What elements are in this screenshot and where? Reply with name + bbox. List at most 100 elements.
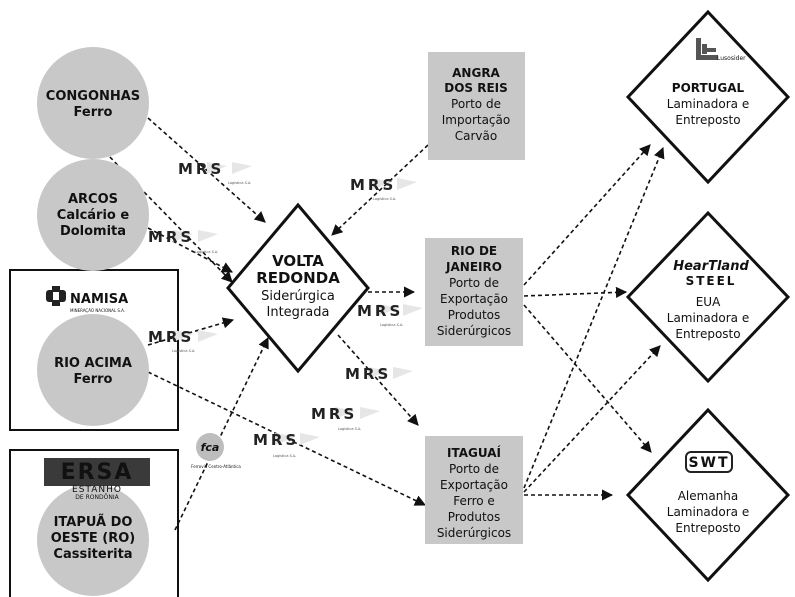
mrs-text: MRS: [178, 160, 224, 178]
portugal-desc-1: Laminadora e: [667, 97, 749, 111]
destination-eua: HearTland STEEL EUA Laminadora e Entrepo…: [625, 210, 791, 384]
eua-desc-2: Entreposto: [675, 327, 740, 341]
itaguai-desc-1: Porto de: [449, 462, 499, 476]
mrs-label-4: MRS Logística S.A.: [148, 328, 218, 353]
mrs-text: MRS: [253, 431, 299, 449]
swt-logo-text: SWT: [688, 455, 729, 471]
swt-logo: SWT: [685, 451, 733, 473]
arrow-itaguai-eua: [523, 345, 661, 493]
angra-desc-2: Importação: [442, 113, 510, 127]
mrs-label-5: MRS Logística S.A.: [357, 302, 423, 327]
fca-text: fca: [201, 441, 220, 454]
mrs-sub: Logística S.A.: [380, 323, 403, 327]
ersa-logo-sub-1: ESTANHO: [72, 485, 122, 495]
steel-logo-text: STEEL: [686, 274, 737, 288]
hub-name-1: VOLTA: [272, 252, 324, 270]
namisa-logo-text: NAMISA: [70, 292, 128, 307]
rio-desc-3: Produtos: [448, 308, 501, 322]
arrow-angra-volta-redonda: [331, 144, 429, 236]
rio-desc-4: Siderúrgicos: [437, 324, 511, 338]
hub-volta-redonda: VOLTA REDONDA Siderúrgica Integrada: [226, 202, 370, 374]
arrow-arcos-volta-redonda: [147, 227, 233, 273]
arrow-rio-eua: [523, 286, 628, 298]
hub-desc-1: Siderúrgica: [261, 289, 335, 304]
rio-desc-1: Porto de: [449, 276, 499, 290]
lusosider-logo-text: Lusosider: [717, 55, 746, 62]
mrs-sub: Logística S.A.: [228, 181, 251, 185]
rio-name-1: RIO DE: [451, 244, 497, 258]
destination-alemanha: SWT Alemanha Laminadora e Entreposto: [625, 407, 791, 583]
itaguai-desc-2: Exportação: [440, 478, 508, 492]
namisa-logo: NAMISA MINERAÇÃO NACIONAL S.A.: [46, 286, 128, 313]
angra-name-1: ANGRA: [452, 66, 500, 80]
heartland-steel-logo: HearTland STEEL: [673, 259, 749, 288]
mrs-text: MRS: [357, 302, 403, 320]
mrs-sub: Logística S.A.: [195, 250, 218, 254]
alemanha-name: Alemanha: [678, 489, 739, 503]
rio-acima-product: Ferro: [74, 372, 113, 387]
mrs-label-2: MRS Logística S.A.: [148, 228, 218, 254]
portugal-desc-2: Entreposto: [675, 113, 740, 127]
angra-desc-1: Porto de: [451, 97, 501, 111]
mrs-label-1: MRS Logística S.A.: [178, 160, 252, 185]
fca-logo: fca Ferrovia Centro-Atlântica: [191, 433, 241, 469]
heartland-logo-text: HearTland: [673, 259, 749, 274]
arrow-itaguai-portugal: [523, 146, 665, 489]
arrow-volta-redonda-itaguai: [337, 334, 419, 426]
ersa-logo-sub-2: DE RONDÔNIA: [75, 494, 119, 501]
port-itaguai: ITAGUAÍ Porto de Exportação Ferro e Prod…: [425, 436, 523, 544]
source-rio-acima: RIO ACIMA Ferro: [37, 314, 149, 426]
arrow-rio-alemanha: [523, 304, 652, 453]
hub-name-2: REDONDA: [256, 269, 340, 287]
itaguai-name: ITAGUAÍ: [447, 445, 502, 460]
mrs-text: MRS: [345, 365, 391, 383]
mrs-label-6: MRS: [345, 365, 413, 383]
port-angra-dos-reis: ANGRA DOS REIS Porto de Importação Carvã…: [428, 52, 525, 160]
arcos-product-2: Dolomita: [60, 224, 126, 239]
rio-desc-2: Exportação: [440, 292, 508, 306]
mrs-text: MRS: [148, 228, 194, 246]
congonhas-name: CONGONHAS: [46, 89, 140, 104]
port-rio-de-janeiro: RIO DE JANEIRO Porto de Exportação Produ…: [425, 238, 523, 346]
congonhas-product: Ferro: [74, 105, 113, 120]
rio-name-2: JANEIRO: [445, 260, 502, 274]
source-congonhas: CONGONHAS Ferro: [37, 47, 149, 159]
ersa-logo-text: ERSA: [61, 460, 134, 485]
mrs-sub: Logística S.A.: [172, 349, 195, 353]
itapua-product: Cassiterita: [53, 547, 132, 562]
eua-name: EUA: [696, 295, 721, 309]
mrs-text: MRS: [148, 328, 194, 346]
mrs-text: MRS: [311, 405, 357, 423]
itaguai-desc-3: Ferro e: [453, 494, 495, 508]
eua-desc-1: Laminadora e: [667, 311, 749, 325]
itaguai-desc-4: Produtos: [448, 510, 501, 524]
arrow-itapua-volta-redonda: [174, 336, 269, 531]
arrow-rio-portugal: [523, 144, 651, 286]
mrs-sub: Logística S.A.: [373, 197, 396, 201]
source-itapua: ITAPUÃ DO OESTE (RO) Cassiterita: [37, 484, 149, 596]
arrow-congonhas-volta-redonda: [147, 117, 266, 223]
rio-acima-name: RIO ACIMA: [54, 356, 132, 371]
hub-desc-2: Integrada: [267, 305, 330, 320]
itapua-name-2: OESTE (RO): [51, 531, 136, 546]
ersa-company-box: [9, 449, 179, 597]
arcos-product-1: Calcário e: [57, 208, 130, 223]
portugal-name: PORTUGAL: [672, 81, 745, 95]
lusosider-logo: Lusosider: [696, 38, 746, 62]
mrs-label-3: MRS Logística S.A.: [350, 176, 417, 201]
itaguai-desc-5: Siderúrgicos: [437, 526, 511, 540]
source-arcos: ARCOS Calcário e Dolomita: [37, 159, 149, 271]
arrow-rio-acima-itaguai: [147, 371, 427, 506]
flow-arrows: [104, 117, 665, 531]
angra-desc-3: Carvão: [455, 129, 497, 143]
mrs-label-7: MRS Logística S.A.: [311, 405, 380, 431]
angra-name-2: DOS REIS: [444, 81, 508, 95]
mrs-label-8: MRS Logística S.A.: [253, 431, 320, 458]
ersa-logo: ERSA ESTANHO DE RONDÔNIA: [44, 458, 150, 501]
arcos-name: ARCOS: [68, 192, 118, 207]
namisa-logo-sub: MINERAÇÃO NACIONAL S.A.: [70, 308, 125, 313]
mrs-text: MRS: [350, 176, 396, 194]
fca-sub: Ferrovia Centro-Atlântica: [191, 464, 241, 469]
